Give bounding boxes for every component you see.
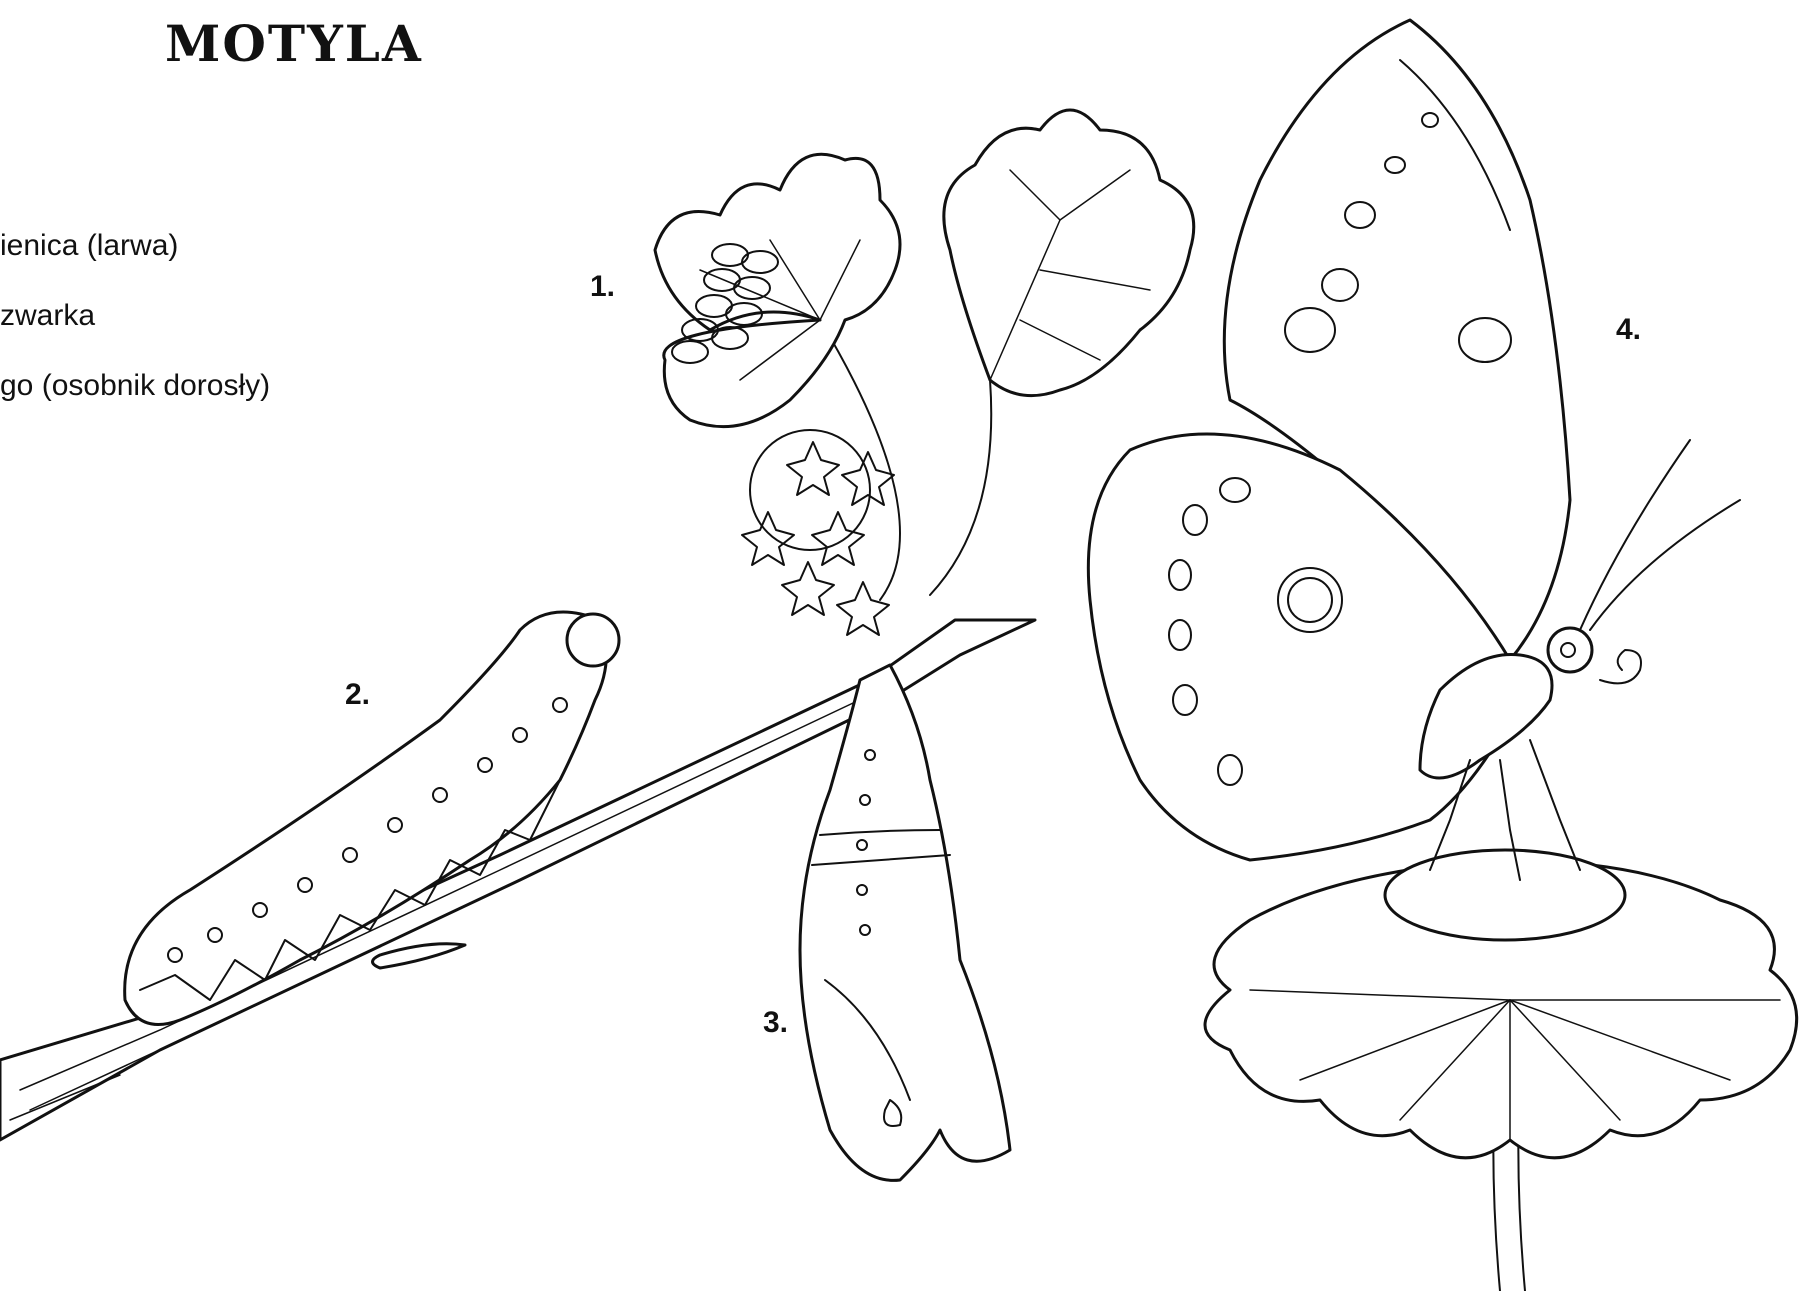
stage-number-3: 3. xyxy=(763,1006,788,1040)
stage-number-1: 1. xyxy=(590,270,615,304)
butterfly xyxy=(1088,20,1740,880)
chrysalis xyxy=(800,665,1010,1180)
daisy-flower xyxy=(1205,850,1797,1291)
leaf-with-eggs xyxy=(655,154,900,426)
stage-number-4: 4. xyxy=(1616,313,1641,347)
flower-cluster xyxy=(742,430,894,635)
stage-number-2: 2. xyxy=(345,678,370,712)
leaf xyxy=(944,110,1194,396)
